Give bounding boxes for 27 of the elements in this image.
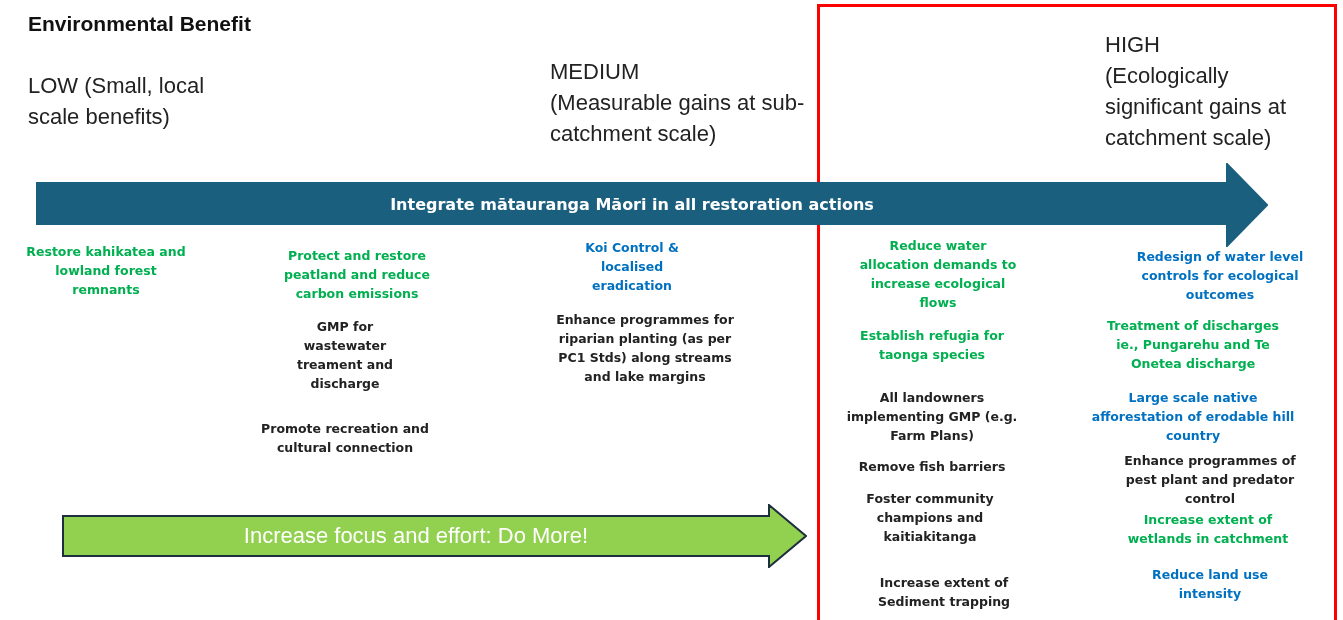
action-text: Large scale native afforestation of erodable hill country bbox=[1090, 389, 1296, 445]
action-text: Koi Control & localised eradication bbox=[584, 239, 680, 295]
scale-heading: MEDIUM bbox=[550, 58, 641, 86]
diagram-title: Environmental Benefit bbox=[28, 12, 251, 36]
action-text: Restore kahikatea and lowland forest remnants bbox=[26, 243, 186, 299]
action-text: Establish refugia for taonga species bbox=[859, 327, 1005, 364]
action-text: Redesign of water level controls for ecological outcomes bbox=[1135, 248, 1305, 304]
action-text: Remove fish barriers bbox=[857, 458, 1007, 476]
action-text: Reduce land use intensity bbox=[1151, 566, 1269, 603]
arrow-label: Integrate mātauranga Māori in all restoration actions bbox=[390, 194, 874, 213]
action-text: Treatment of discharges ie., Pungarehu and Te Onetea discharge bbox=[1106, 317, 1280, 373]
scale-heading: (Ecologically significant gains at catchment scale) bbox=[1105, 62, 1287, 152]
scale-heading: HIGH bbox=[1105, 31, 1161, 59]
action-text: Increase extent of wetlands in catchment bbox=[1126, 511, 1290, 548]
action-text: Enhance programmes of pest plant and predator control bbox=[1123, 452, 1297, 508]
arrow-label: Increase focus and effort: Do More! bbox=[243, 523, 589, 549]
action-text: Reduce water allocation demands to increase ecological flows bbox=[858, 237, 1018, 312]
action-text: Promote recreation and cultural connection bbox=[260, 420, 430, 457]
scale-heading: LOW (Small, local scale benefits) bbox=[28, 72, 206, 131]
action-text: Enhance programmes for riparian planting (as per PC1 Stds) along streams and lake margins bbox=[555, 311, 735, 386]
action-text: All landowners implementing GMP (e.g. Farm Plans) bbox=[845, 389, 1019, 445]
action-text: Protect and restore peatland and reduce carbon emissions bbox=[283, 247, 431, 303]
action-text: Increase extent of Sediment trapping bbox=[876, 574, 1011, 611]
action-text: Foster community champions and kaitiakitanga bbox=[865, 490, 995, 546]
scale-heading: (Measurable gains at sub-catchment scale) bbox=[550, 89, 806, 148]
banner-arrow bbox=[62, 504, 807, 568]
action-text: GMP for wastewater treament and discharge bbox=[295, 318, 395, 393]
